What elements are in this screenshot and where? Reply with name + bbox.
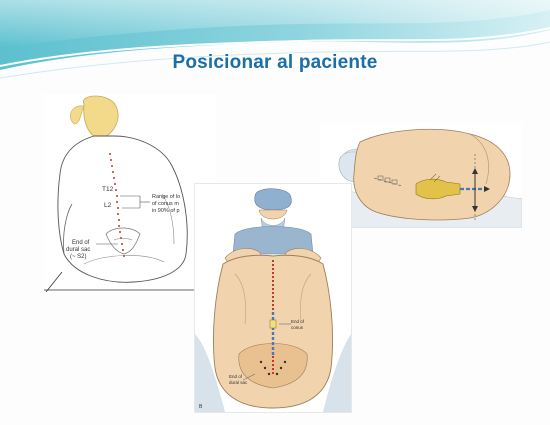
label-s2: (~ S2)	[70, 254, 87, 260]
label-range-line3: in 90% of p	[152, 208, 180, 214]
label-l2: L2	[104, 202, 112, 209]
label-end-of-dural-line1: End of	[229, 374, 243, 379]
sitting-patient-spine-illustration: T12 L2 Range of lo of conus m in 90% of …	[44, 94, 216, 292]
label-dural-sac: dural sac	[66, 247, 90, 253]
slide-header-banner	[0, 0, 550, 90]
back-view-spine-illustration: End of conus End of dural sac B	[194, 183, 352, 413]
label-end-of-conus-line1: End of	[291, 319, 305, 324]
label-t12: T12	[102, 186, 114, 193]
slide-title: Posicionar al paciente	[0, 52, 550, 74]
label-range-line1: Range of lo	[152, 194, 180, 200]
label-range-line2: of conus m	[152, 201, 179, 207]
surgical-cap-icon	[255, 189, 292, 210]
label-end-of: End of	[72, 240, 90, 246]
label-end-of-dural-line2: dural sac	[229, 380, 248, 385]
label-end-of-conus-line2: conus	[291, 325, 304, 330]
